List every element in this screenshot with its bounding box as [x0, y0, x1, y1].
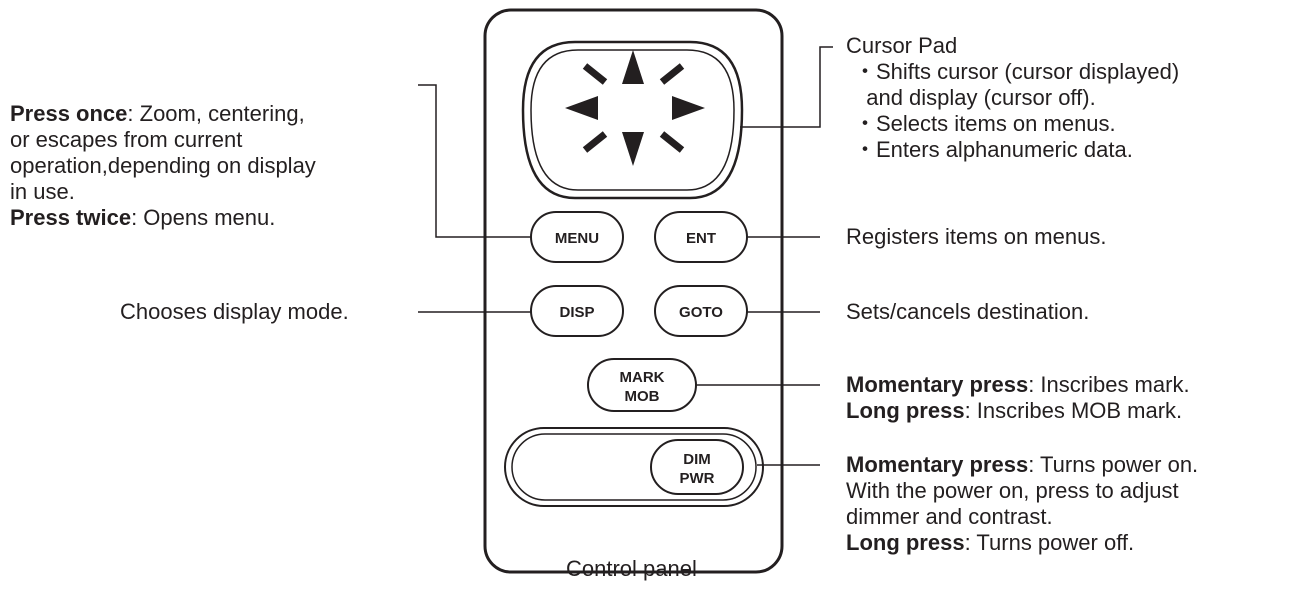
disp-annotation: Chooses display mode.: [120, 299, 349, 324]
arrow-up-left-icon[interactable]: [582, 63, 608, 85]
dim-button-label-line2: PWR: [680, 470, 715, 487]
mark-long-text: : Inscribes MOB mark.: [964, 398, 1183, 423]
dim-momentary-text: : Turns power on.: [1028, 452, 1199, 477]
ent-button[interactable]: ENT: [654, 211, 748, 263]
dim-long-text: : Turns power off.: [964, 530, 1135, 555]
arrow-right-icon[interactable]: [672, 96, 705, 120]
dim-annotation: Momentary press: Turns power on. With th…: [846, 452, 1198, 556]
ent-annotation: Registers items on menus.: [846, 224, 1107, 249]
mark-annotation-line2: Long press: Inscribes MOB mark.: [846, 398, 1190, 424]
arrow-up-right-icon[interactable]: [659, 63, 685, 85]
arrow-left-icon[interactable]: [565, 96, 598, 120]
menu-annotation-line5: Press twice: Opens menu.: [10, 205, 316, 231]
dim-annotation-line2: With the power on, press to adjust: [846, 478, 1179, 503]
dim-momentary-label: Momentary press: [846, 452, 1029, 477]
menu-button-label: MENU: [555, 230, 599, 247]
dim-annotation-line4: Long press: Turns power off.: [846, 530, 1198, 556]
goto-annotation: Sets/cancels destination.: [846, 299, 1090, 324]
menu-annotation: Press once: Zoom, centering, or escapes …: [10, 101, 316, 231]
mark-annotation: Momentary press: Inscribes mark. Long pr…: [846, 372, 1190, 424]
mark-momentary-label: Momentary press: [846, 372, 1029, 397]
ent-button-label: ENT: [686, 230, 716, 247]
panel-caption: Control panel: [566, 556, 697, 581]
press-twice-label: Press twice: [10, 205, 132, 230]
arrow-down-right-icon[interactable]: [659, 131, 685, 153]
leader-cursor-pad: [740, 46, 833, 128]
goto-button[interactable]: GOTO: [654, 285, 748, 337]
mark-mob-button[interactable]: MARK MOB: [587, 358, 697, 412]
menu-button[interactable]: MENU: [530, 211, 624, 263]
mark-momentary-text: : Inscribes mark.: [1028, 372, 1190, 397]
cursor-pad-bullet-1: ・Shifts cursor (cursor displayed): [854, 59, 1180, 84]
goto-button-label: GOTO: [679, 304, 723, 321]
cursor-pad-title: Cursor Pad: [846, 33, 958, 58]
menu-annotation-line2: or escapes from current: [10, 127, 243, 152]
disp-button-label: DISP: [559, 304, 594, 321]
mark-long-label: Long press: [846, 398, 965, 423]
mark-annotation-line1: Momentary press: Inscribes mark.: [846, 372, 1190, 398]
press-once-text: : Zoom, centering,: [127, 101, 305, 126]
press-twice-text: : Opens menu.: [131, 205, 276, 230]
dim-button-label-line1: DIM: [683, 451, 711, 468]
menu-annotation-line4: in use.: [10, 179, 75, 204]
cursor-pad-annotation: Cursor Pad ・Shifts cursor (cursor displa…: [846, 33, 1179, 163]
dim-annotation-line1: Momentary press: Turns power on.: [846, 452, 1198, 478]
mark-button-label-line2: MOB: [625, 388, 660, 405]
press-once-label: Press once: [10, 101, 128, 126]
cursor-pad[interactable]: [521, 40, 744, 200]
dim-pwr-button[interactable]: DIM PWR: [650, 439, 744, 495]
cursor-pad-bullet-2: and display (cursor off).: [854, 85, 1096, 110]
dim-annotation-line3: dimmer and contrast.: [846, 504, 1053, 529]
cursor-pad-bullet-3: ・Selects items on menus.: [854, 111, 1116, 136]
mark-button-label-line1: MARK: [620, 369, 665, 386]
cursor-pad-bullet-4: ・Enters alphanumeric data.: [854, 137, 1133, 162]
menu-annotation-line1: Press once: Zoom, centering,: [10, 101, 316, 127]
cursor-pad-inner: [530, 49, 735, 191]
menu-annotation-line3: operation,depending on display: [10, 153, 316, 178]
disp-button[interactable]: DISP: [530, 285, 624, 337]
leader-menu: [418, 84, 531, 238]
arrow-down-left-icon[interactable]: [582, 131, 608, 153]
arrow-up-icon[interactable]: [622, 50, 644, 84]
arrow-down-icon[interactable]: [622, 132, 644, 166]
dim-long-label: Long press: [846, 530, 965, 555]
